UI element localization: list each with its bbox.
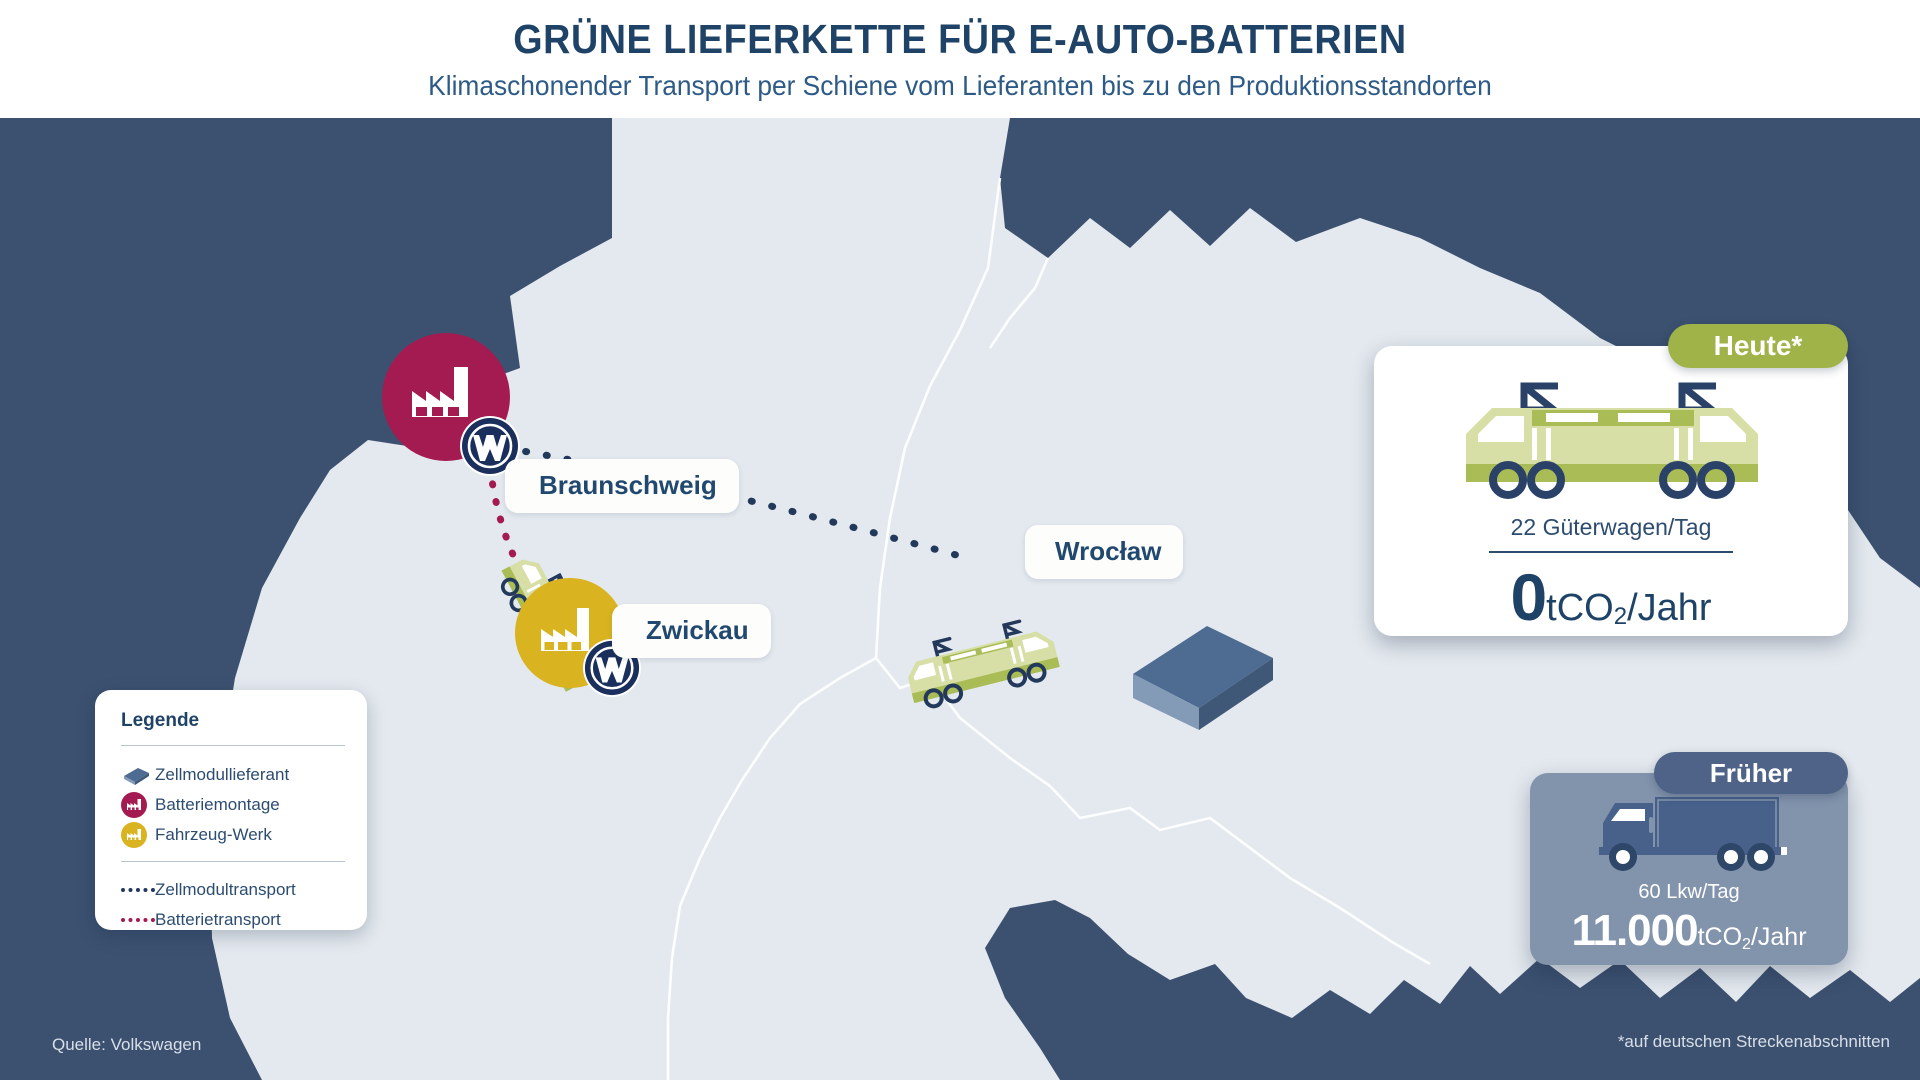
legend-item-fahrzeug-werk[interactable]: Fahrzeug-Werk — [121, 820, 345, 850]
legend-panel: Legende Zellmodullieferant — [95, 690, 367, 930]
page-title: GRÜNE LIEFERKETTE FÜR E-AUTO-BATTERIEN — [513, 16, 1407, 62]
legend-title: Legende — [121, 710, 200, 731]
card-today-unit-post: /Jahr — [1627, 587, 1712, 629]
city-label-wroclaw[interactable]: Wrocław — [1025, 525, 1184, 579]
electric-locomotive-icon — [1466, 382, 1758, 499]
legend-item-zellmodullieferant[interactable]: Zellmodullieferant — [121, 760, 345, 790]
legend-divider-top — [121, 745, 345, 746]
card-past-value: 11.000 — [1571, 906, 1698, 955]
source-note: Quelle: Volkswagen — [52, 1035, 202, 1054]
dotted-line-icon-magenta — [121, 918, 155, 922]
card-past-value-row: 11.000tCO2/Jahr — [1530, 906, 1848, 956]
card-today-divider — [1489, 551, 1733, 553]
footnote: *auf deutschen Streckenabschnitten — [1617, 1032, 1890, 1051]
card-today-unit-sub: 2 — [1613, 603, 1628, 631]
truck-icon — [1599, 797, 1787, 871]
factory-icon-magenta — [121, 792, 155, 818]
legend-label: Batteriemontage — [155, 795, 280, 814]
legend-item-batteriemontage[interactable]: Batteriemontage — [121, 790, 345, 820]
legend-label: Fahrzeug-Werk — [155, 825, 272, 844]
city-label-zwickau[interactable]: Zwickau — [612, 604, 771, 658]
card-today-value: 0 — [1510, 560, 1547, 634]
dotted-line-icon-dark — [121, 888, 155, 892]
electric-locomotive-route-icon — [907, 619, 1060, 709]
legend-label: Batterietransport — [155, 910, 281, 929]
header: GRÜNE LIEFERKETTE FÜR E-AUTO-BATTERIEN K… — [0, 0, 1920, 118]
legend-label: Zellmodultransport — [155, 880, 296, 899]
badge-past: Früher — [1654, 752, 1848, 794]
legend-divider-bottom — [121, 861, 345, 862]
cell-module-block-wroclaw[interactable] — [1115, 608, 1285, 738]
badge-today: Heute* — [1668, 324, 1848, 368]
card-past-unit-sub: 2 — [1742, 936, 1751, 954]
card-past-unit-post: /Jahr — [1750, 923, 1807, 951]
city-label-braunschweig[interactable]: Braunschweig — [505, 459, 739, 513]
legend-label: Zellmodullieferant — [155, 765, 290, 784]
legend-item-zellmodultransport[interactable]: Zellmodultransport — [121, 875, 345, 905]
card-today-caption: 22 Güterwagen/Tag — [1510, 514, 1712, 540]
factory-icon-yellow — [121, 822, 155, 848]
vw-logo-icon-braunschweig[interactable] — [460, 416, 520, 476]
cell-module-block-icon — [121, 762, 155, 788]
route-batterietransport-line — [486, 462, 534, 592]
map-borders — [666, 177, 1431, 1080]
card-today-value-row: 0tCO2/Jahr — [1374, 559, 1848, 635]
map-area: Braunschweig Zwickau Wroc — [0, 118, 1920, 1080]
card-past-unit-pre: tCO — [1697, 923, 1743, 951]
page-subtitle: Klimaschonender Transport per Schiene vo… — [428, 70, 1492, 101]
card-past: 60 Lkw/Tag 11.000tCO2/Jahr — [1530, 773, 1848, 965]
card-past-caption: 60 Lkw/Tag — [1638, 881, 1740, 903]
card-today-unit-pre: tCO — [1546, 587, 1614, 629]
card-today: 22 Güterwagen/Tag 0tCO2/Jahr — [1374, 346, 1848, 636]
legend-item-batterietransport[interactable]: Batterietransport — [121, 905, 345, 935]
